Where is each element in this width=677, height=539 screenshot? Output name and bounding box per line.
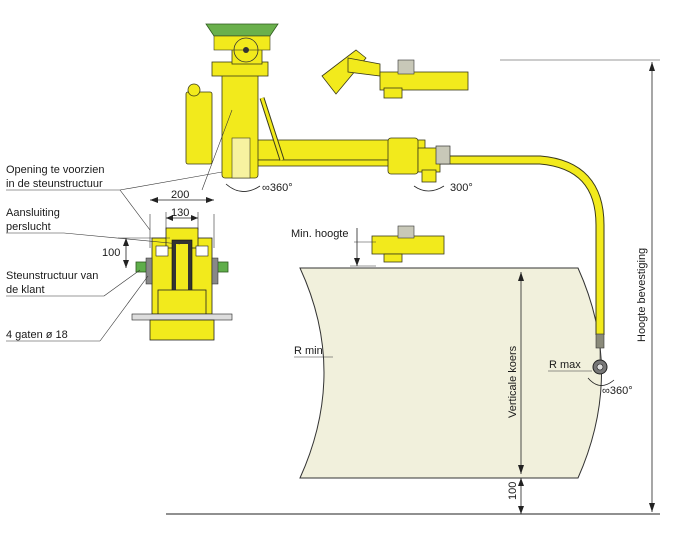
joint-rotation-arrow [413, 185, 445, 192]
nozzle-rotation-label: ∞360° [602, 385, 633, 397]
support-label-line1: Steunstructuur van [6, 270, 98, 282]
mounting-height-dimension: Hoogte bevestiging [500, 59, 660, 512]
min-height-label: Min. hoogte [291, 228, 348, 240]
min-height-arm [350, 225, 445, 267]
height-100-label: 100 [102, 247, 120, 259]
r-max-label: R max [549, 359, 581, 371]
joint-rotation-label: 300° [450, 182, 473, 194]
column-assembly [185, 23, 279, 179]
boom-joint [387, 137, 451, 183]
width-130-label: 130 [171, 207, 189, 219]
opening-label-line2: in de steunstructuur [6, 178, 103, 190]
width-200-label: 200 [171, 189, 189, 201]
tank-body [299, 267, 602, 479]
vertical-course-label: Verticale koers [507, 345, 519, 418]
opening-label-line1: Opening te voorzien [6, 164, 104, 176]
column-rotation-label: ∞360° [262, 182, 293, 194]
bottom-100-dimension: 100 [507, 478, 524, 514]
holes-label: 4 gaten ø 18 [6, 329, 68, 341]
r-min-callout: R min [294, 345, 333, 358]
air-connection-line1: Aansluiting [6, 207, 60, 219]
air-connection-line2: perslucht [6, 221, 51, 233]
nozzle [592, 333, 608, 375]
nozzle-rotation-arrow [587, 377, 615, 386]
support-label-line2: de klant [6, 284, 45, 296]
mounting-height-label: Hoogte bevestiging [636, 248, 648, 342]
bottom-100-label: 100 [507, 482, 519, 500]
vertical-course-dimension: Verticale koers [507, 272, 524, 474]
hopper [205, 23, 279, 37]
r-min-label: R min [294, 345, 323, 357]
column-rotation-arrow [225, 183, 261, 192]
raised-arm [321, 49, 469, 99]
mount-detail [118, 197, 233, 341]
detail-callouts: Opening te voorzien in de steunstructuur… [6, 109, 233, 342]
